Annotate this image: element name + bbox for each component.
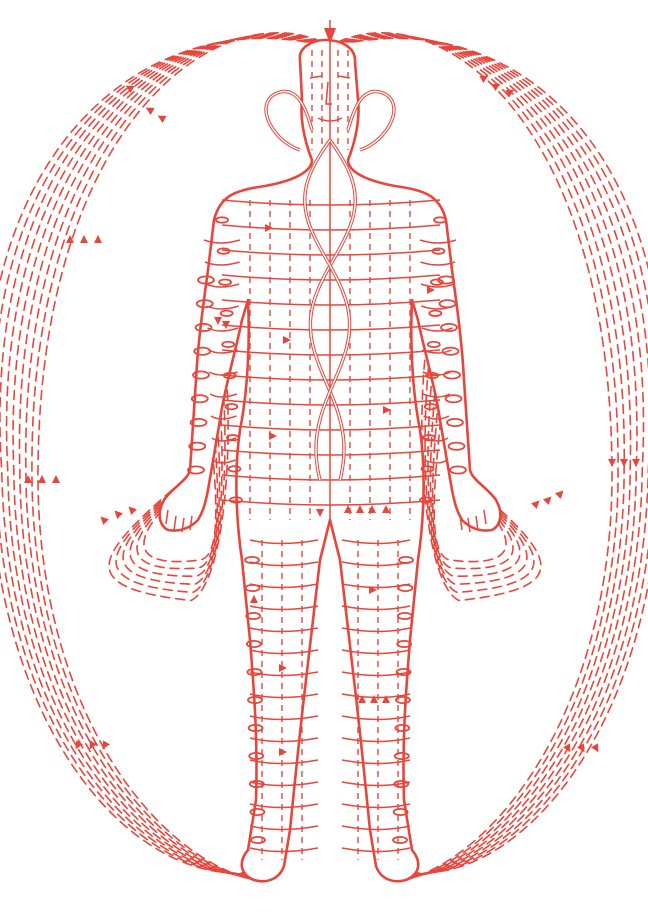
arm-arrow-icon	[112, 508, 123, 519]
field-arrow-icon	[591, 743, 602, 754]
arm-arrow-icon	[531, 498, 542, 509]
field-arrow-icon	[608, 459, 616, 467]
field-arrow-icon	[577, 743, 588, 754]
arm-arrow-icon	[98, 514, 109, 525]
field-arrow-icon	[144, 104, 155, 115]
arm-arrow-icon	[126, 504, 137, 515]
human-figure	[160, 20, 501, 881]
arm-arrow-icon	[543, 494, 554, 505]
field-arrow-icon	[80, 235, 88, 243]
field-arrow-icon	[94, 235, 102, 243]
torso-coil-right	[425, 404, 437, 409]
field-arrow-icon	[156, 112, 167, 123]
field-arrow-icon	[632, 459, 640, 467]
field-arrow-icon	[52, 475, 60, 483]
field-arrow-icon	[38, 475, 46, 483]
field-arrow-icon	[620, 459, 628, 467]
arm-arrow-icon	[555, 488, 566, 499]
